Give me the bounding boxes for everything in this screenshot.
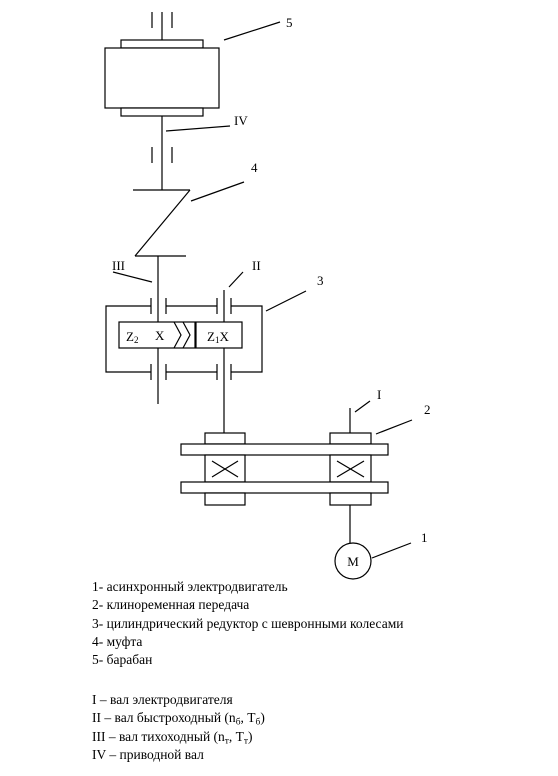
callout-shaft-i: I <box>377 387 381 402</box>
legend-parts: 1- асинхронный электродвигатель 2- клино… <box>92 578 403 669</box>
leader-motor <box>371 542 412 559</box>
leader-coupling <box>190 181 245 202</box>
gear-z1 <box>195 321 243 349</box>
pulley-left-cross <box>211 460 239 478</box>
gear-z2 <box>118 321 196 349</box>
callout-shaft-ii: II <box>252 258 261 273</box>
belt-top-strand <box>180 443 389 456</box>
callout-coupling: 4 <box>251 160 258 175</box>
reducer: III II Z2 X Z1X 3 <box>105 256 324 440</box>
chevron-mark <box>182 321 191 349</box>
coupling: 4 <box>133 160 258 257</box>
callout-belt-drive: 2 <box>424 402 431 417</box>
pulley-left-hub-top <box>204 432 246 445</box>
leader-shaft-iv <box>165 125 231 132</box>
motor-symbol: M <box>347 554 359 569</box>
motor: I M 1 <box>334 387 428 580</box>
legend-shaft-fast: II – вал быстроходный (nб, Tб) <box>92 710 265 728</box>
callout-shaft-iii: III <box>112 258 125 273</box>
drum: 5 IV <box>104 12 293 190</box>
pulley-left-hub-bottom <box>204 492 246 506</box>
belt-drive: 2 <box>180 402 431 506</box>
coupling-link <box>134 189 191 257</box>
leader-reducer <box>265 290 307 312</box>
gear-z1-label: Z1X <box>207 329 229 345</box>
drum-body <box>104 47 220 109</box>
legend-item-reducer: 3- цилиндрический редуктор с шевронными … <box>92 615 404 631</box>
housing-right <box>231 305 263 373</box>
callout-reducer: 3 <box>317 273 324 288</box>
legend-shafts: I – вал электродвигателя II – вал быстро… <box>92 691 265 764</box>
leader-belt-drive <box>375 419 413 435</box>
housing-left <box>105 305 151 373</box>
callout-drum: 5 <box>286 15 293 30</box>
pulley-right-hub-bottom <box>329 492 372 506</box>
gear-z2-label: Z2 <box>126 329 138 345</box>
legend-shaft-drive: IV – приводной вал <box>92 746 204 762</box>
legend-item-belt-drive: 2- клиноременная передача <box>92 597 250 613</box>
callout-shaft-iv: IV <box>234 113 248 128</box>
belt-bottom-strand <box>180 481 389 494</box>
callout-motor: 1 <box>421 530 428 545</box>
kinematic-scheme: 5 IV 4 III II <box>104 12 431 580</box>
leader-shaft-i <box>354 400 371 413</box>
pulley-right-cross <box>336 460 365 478</box>
legend-shaft-slow: III – вал тихоходный (nт, Tт) <box>92 728 253 746</box>
leader-drum <box>223 21 281 41</box>
legend-item-drum: 5- барабан <box>92 652 153 668</box>
legend-shaft-motor: I – вал электродвигателя <box>92 692 233 707</box>
gear-z2-mark: X <box>155 328 165 343</box>
leader-shaft-ii <box>228 271 244 288</box>
legend-item-motor: 1- асинхронный электродвигатель <box>92 579 288 594</box>
leader-shaft-iii <box>112 271 153 283</box>
motor-circle <box>334 542 372 580</box>
legend-item-coupling: 4- муфта <box>92 633 143 649</box>
drum-bottom-flange <box>120 107 204 117</box>
pulley-right-hub-top <box>329 432 372 445</box>
chevron-mark <box>173 321 182 349</box>
drum-top-flange <box>120 39 204 49</box>
